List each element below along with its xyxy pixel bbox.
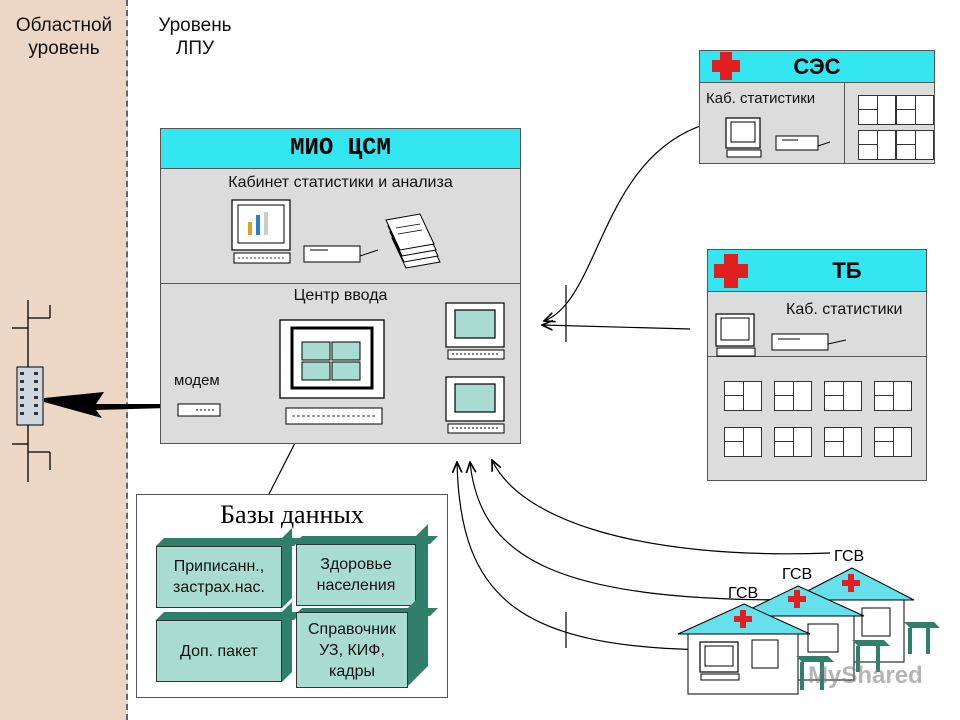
- tb-window: [824, 381, 862, 411]
- mio-csm-title: МИО ЦСМ: [161, 129, 520, 169]
- lpu-level-label: Уровень ЛПУ: [158, 15, 232, 59]
- db-item-extra-package: Доп. пакет: [156, 620, 282, 682]
- gsv-label: ГСВ: [782, 566, 813, 583]
- tb-window: [724, 381, 762, 411]
- tb-divider: [708, 356, 926, 357]
- cabinet-label: Кабинет статистики и анализа: [228, 174, 453, 191]
- ses-window: [858, 95, 896, 125]
- gsv-label: ГСВ: [728, 585, 759, 602]
- tb-cross-icon: [714, 254, 748, 288]
- tb-window: [774, 381, 812, 411]
- ses-divider: [844, 83, 845, 163]
- tb-window: [874, 427, 912, 457]
- gsv-label: ГСВ: [834, 548, 865, 565]
- ses-cab-label: Каб. статистики: [706, 90, 816, 107]
- tb-window: [824, 427, 862, 457]
- regional-server-ports: [20, 372, 38, 415]
- db-item-health: Здоровье населения: [296, 544, 416, 606]
- ses-title: СЭС: [700, 51, 934, 83]
- modem-label: модем: [174, 372, 220, 389]
- gsv-house-front: [677, 603, 834, 695]
- watermark: MyShared: [808, 662, 923, 689]
- tb-window: [774, 427, 812, 457]
- mio-divider: [161, 283, 520, 284]
- ses-window: [896, 95, 934, 125]
- regional-level-label: Областной уровень: [15, 15, 113, 59]
- ses-window: [896, 130, 934, 160]
- lightning-link-icon: [44, 392, 168, 418]
- ses-window: [858, 130, 896, 160]
- ses-cross-icon: [712, 52, 740, 80]
- db-item-assigned: Приписанн., застрах.нас.: [156, 546, 282, 608]
- tb-window: [724, 427, 762, 457]
- databases-title: Базы данных: [220, 500, 364, 529]
- tb-cab-label: Каб. статистики: [786, 301, 903, 318]
- regional-level-strip: [0, 0, 128, 720]
- tb-window: [874, 381, 912, 411]
- input-center-label: Центр ввода: [293, 287, 388, 304]
- db-item-directory: Справочник УЗ, КИФ, кадры: [296, 612, 408, 688]
